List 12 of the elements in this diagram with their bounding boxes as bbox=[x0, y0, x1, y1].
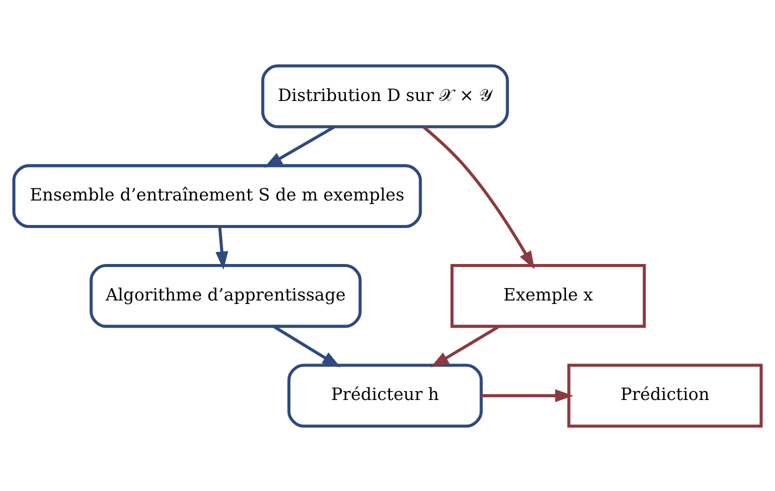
arrow bbox=[481, 388, 574, 402]
arrow bbox=[215, 226, 228, 270]
node-box: Prédiction bbox=[567, 363, 763, 428]
arrow bbox=[272, 324, 341, 367]
node-box: Exemple x bbox=[450, 263, 646, 328]
arrow bbox=[264, 124, 336, 168]
arrow bbox=[430, 324, 500, 367]
node-box: Distribution D sur 𝒳 × 𝒴 bbox=[261, 64, 509, 128]
arrow bbox=[422, 125, 535, 269]
node-box: Prédicteur h bbox=[287, 363, 483, 428]
node-box: Algorithme d’apprentissage bbox=[90, 263, 362, 328]
node-box: Ensemble d’entraînement S de m exemples bbox=[12, 164, 422, 228]
